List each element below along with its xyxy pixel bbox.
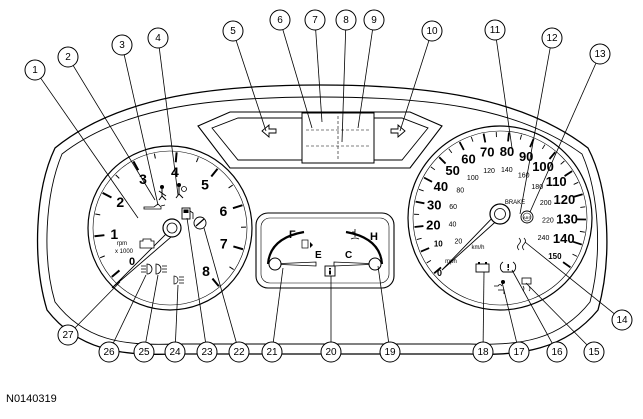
callout-number: 4	[155, 33, 161, 44]
callout-leader	[526, 283, 587, 345]
arrow-right-icon	[391, 125, 405, 137]
fuel-hub	[269, 258, 281, 270]
speedo-mph-number: 140	[553, 231, 575, 246]
callout-number: 11	[490, 25, 501, 36]
fuel-full-label: F	[289, 229, 296, 241]
tach-tick	[176, 152, 177, 162]
callout-number: 23	[201, 347, 213, 358]
callout-number: 2	[65, 52, 71, 63]
temp-hot-label: H	[370, 231, 378, 243]
callout-number: 15	[588, 347, 600, 358]
speedo-kmh-number: 120	[483, 168, 495, 175]
callout-number: 21	[266, 347, 278, 358]
svg-text:ABS: ABS	[523, 215, 531, 220]
callout-leader	[283, 30, 312, 128]
callout-number: 22	[233, 347, 245, 358]
speedo-mph-number: 110	[546, 174, 567, 189]
speedo-kmh-number: 20	[455, 239, 463, 246]
tach-tick	[94, 235, 104, 236]
callout-number: 20	[325, 347, 337, 358]
speedo-mph-number: 40	[434, 179, 448, 194]
callout-leader	[400, 41, 429, 131]
speedo-mph-number: 50	[445, 163, 459, 178]
callout-leader	[316, 30, 322, 122]
service-engine-icon	[194, 217, 206, 229]
speedo-kmh-number: 160	[518, 173, 530, 180]
tach-number: 5	[201, 176, 209, 192]
speedo-mph-number: 30	[427, 198, 441, 213]
temp-hub	[369, 258, 381, 270]
callout-number: 5	[230, 26, 236, 37]
callout-number: 12	[546, 33, 558, 44]
figure-id: N0140319	[6, 393, 57, 405]
callout-number: 8	[343, 15, 349, 26]
speedo-kmh-number: 40	[449, 222, 457, 229]
fuel-empty-label: E	[315, 250, 322, 261]
tire-pressure-icon	[500, 262, 515, 272]
speedo-tick	[508, 132, 509, 141]
callout-number: 3	[119, 40, 125, 51]
tach-number: 1	[110, 226, 118, 242]
callout-number: 18	[477, 347, 489, 358]
callout-number: 27	[62, 330, 74, 341]
speedo-mph-number: 150	[548, 252, 562, 261]
speedo-kmh-number: 200	[540, 200, 552, 207]
tach-number: 7	[220, 236, 228, 252]
callout-leader	[236, 40, 266, 131]
callout-number: 19	[384, 347, 396, 358]
callout-number: 25	[138, 347, 150, 358]
speedo-kmh-number: 240	[538, 235, 550, 242]
temp-cold-label: C	[345, 250, 352, 261]
speedo-mph-number: 100	[532, 159, 554, 174]
speedo-unit-kmh: km/h	[471, 245, 484, 251]
callout-number: 17	[513, 347, 525, 358]
callout-number: 9	[371, 15, 377, 26]
arrow-left-icon	[262, 125, 276, 137]
speedo-mph-number: 120	[554, 192, 576, 207]
speedo-mph-number: 20	[426, 218, 440, 233]
tach-unit-x1000: x 1000	[115, 249, 134, 255]
callout-number: 7	[312, 15, 318, 26]
speedo-zero: 0	[437, 268, 442, 278]
speedo-kmh-number: 60	[449, 204, 457, 211]
fuel-temp-gauges: F E H C	[256, 213, 394, 288]
tach-unit-rpm: rpm	[117, 241, 127, 247]
speedo-kmh-number: 80	[456, 188, 464, 195]
callout-number: 6	[277, 15, 283, 26]
callout-number: 14	[616, 315, 628, 326]
speedo-tick	[414, 226, 423, 227]
speedo-mph-number: 70	[480, 145, 494, 160]
high-beam-icon	[174, 276, 184, 284]
callout-number: 26	[103, 347, 115, 358]
speedo-kmh-number: 100	[467, 175, 479, 182]
callout-leader	[75, 282, 120, 328]
callout-number: 13	[594, 49, 606, 60]
speedo-mph-number: 60	[461, 151, 475, 166]
speedo-mph-number: 130	[556, 212, 578, 227]
info-icon	[325, 266, 335, 276]
tach-number: 6	[220, 203, 228, 219]
speedo-kmh-number: 220	[542, 218, 554, 225]
speedo-kmh-number: 140	[501, 167, 513, 174]
tach-number: 8	[202, 263, 210, 279]
callout-number: 10	[426, 26, 438, 37]
callout-number: 24	[169, 347, 181, 358]
speedo-mph-number: 10	[434, 240, 443, 249]
callout-number: 1	[32, 65, 38, 76]
callout-number: 16	[551, 347, 563, 358]
abs-icon: ABS	[521, 211, 533, 223]
